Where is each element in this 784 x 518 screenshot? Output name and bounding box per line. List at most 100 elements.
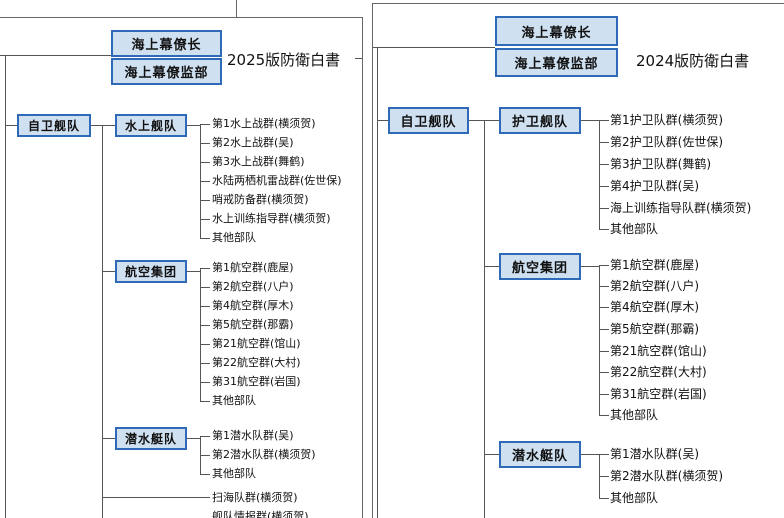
connector-line	[187, 438, 200, 439]
connector-line	[200, 200, 210, 201]
connector-line	[599, 142, 609, 143]
unit-item: 其他部队	[610, 491, 659, 505]
unit-item: 第5航空群(那霸)	[212, 318, 294, 331]
connector-line	[599, 454, 609, 455]
connector-line	[91, 125, 115, 126]
chart-2025-panel: 海上幕僚长 海上幕僚监部 2025版防衛白書 自卫舰队 水上舰队 第1水上战群(…	[0, 17, 363, 518]
connector-line	[200, 162, 210, 163]
connector-line	[599, 265, 600, 415]
unit-item: 第1水上战群(横须贺)	[212, 117, 316, 130]
connector-line	[484, 266, 499, 267]
connector-line	[599, 164, 609, 165]
connector-line	[599, 351, 609, 352]
unit-item: 第2潜水队群(横须贺)	[212, 448, 316, 461]
connector-line	[200, 436, 210, 437]
chief-of-staff-box: 海上幕僚长	[495, 16, 618, 46]
connector-line	[102, 125, 103, 518]
connector-line	[581, 454, 599, 455]
connector-line	[5, 55, 6, 518]
connector-line	[599, 186, 609, 187]
unit-item: 第21航空群(馆山)	[212, 337, 301, 350]
unit-item: 水上训练指导群(横须贺)	[212, 212, 331, 225]
connector-line	[200, 474, 210, 475]
chief-of-staff-box: 海上幕僚长	[111, 30, 222, 57]
connector-line	[187, 125, 200, 126]
chart-title-2024: 2024版防衛白書	[636, 52, 750, 70]
connector-line	[200, 306, 210, 307]
maritime-staff-office-box: 海上幕僚监部	[495, 48, 618, 77]
air-command-box: 航空集团	[499, 253, 581, 280]
connector-line	[102, 438, 115, 439]
connector-line	[599, 329, 609, 330]
unit-item: 第2护卫队群(佐世保)	[610, 135, 723, 149]
unit-item: 第21航空群(馆山)	[610, 344, 707, 358]
unit-item: 其他部队	[212, 467, 256, 480]
submarine-fleet-box: 潜水艇队	[499, 441, 581, 468]
connector-line	[599, 415, 609, 416]
connector-line	[102, 271, 115, 272]
unit-item: 第2航空群(八户)	[212, 280, 294, 293]
connector-line	[200, 455, 210, 456]
surface-fleet-box: 水上舰队	[115, 114, 187, 137]
connector-line	[200, 344, 210, 345]
connector-line	[599, 265, 609, 266]
unit-item: 第4护卫队群(吴)	[610, 179, 699, 193]
connector-line	[599, 394, 609, 395]
connector-line	[5, 125, 17, 126]
connector-line	[599, 120, 609, 121]
unit-item: 第22航空群(大村)	[212, 356, 301, 369]
unit-item: 第31航空群(岩国)	[610, 387, 707, 401]
unit-item: 扫海队群(横须贺)	[212, 491, 298, 504]
unit-item: 舰队情报群(横须贺)	[212, 510, 309, 518]
self-defense-fleet-box: 自卫舰队	[17, 114, 91, 137]
connector-line	[200, 268, 201, 401]
unit-item: 第3护卫队群(舞鹤)	[610, 157, 711, 171]
connector-line	[484, 120, 485, 518]
connector-line	[599, 372, 609, 373]
chart-2024-panel: 海上幕僚长 海上幕僚监部 2024版防衛白書 自卫舰队 护卫舰队 第1护卫队群(…	[372, 3, 784, 518]
unit-item: 第1航空群(鹿屋)	[212, 261, 294, 274]
unit-item: 其他部队	[212, 231, 256, 244]
connector-line	[102, 497, 210, 498]
unit-item: 第1潜水队群(吴)	[212, 429, 294, 442]
connector-line	[373, 47, 495, 48]
unit-item: 海上训练指导队群(横须贺)	[610, 201, 752, 215]
connector-line	[200, 181, 210, 182]
unit-item: 第31航空群(岩国)	[212, 375, 301, 388]
connector-line	[200, 363, 210, 364]
connector-line	[377, 120, 388, 121]
unit-item: 其他部队	[610, 408, 659, 422]
connector-line	[599, 307, 609, 308]
unit-item: 第1潜水队群(吴)	[610, 447, 699, 461]
unit-item: 水陆两栖机雷战群(佐世保)	[212, 174, 342, 187]
escort-fleet-box: 护卫舰队	[499, 107, 581, 134]
unit-item: 第5航空群(那霸)	[610, 322, 699, 336]
air-command-box: 航空集团	[115, 260, 187, 283]
unit-item: 其他部队	[610, 222, 659, 236]
unit-item: 第4航空群(厚木)	[610, 300, 699, 314]
unit-item: 第2水上战群(吴)	[212, 136, 294, 149]
connector-line	[236, 0, 237, 17]
connector-line	[484, 454, 499, 455]
unit-item: 第1航空群(鹿屋)	[610, 258, 699, 272]
connector-line	[599, 208, 609, 209]
connector-line	[200, 287, 210, 288]
connector-line	[599, 120, 600, 229]
unit-item: 第3水上战群(舞鹤)	[212, 155, 305, 168]
connector-line	[200, 268, 210, 269]
connector-line	[581, 120, 599, 121]
connector-line	[599, 476, 609, 477]
unit-item: 其他部队	[212, 394, 256, 407]
unit-item: 第22航空群(大村)	[610, 365, 707, 379]
unit-item: 第4航空群(厚木)	[212, 299, 294, 312]
connector-line	[200, 325, 210, 326]
connector-line	[377, 47, 378, 518]
connector-line	[200, 143, 210, 144]
connector-line	[187, 271, 200, 272]
connector-line	[200, 238, 210, 239]
chart-title-2025: 2025版防衛白書	[227, 51, 341, 69]
unit-item: 第2航空群(八户)	[610, 279, 699, 293]
connector-line	[581, 266, 599, 267]
unit-item: 第2潜水队群(横须贺)	[610, 469, 723, 483]
connector-line	[355, 58, 362, 59]
